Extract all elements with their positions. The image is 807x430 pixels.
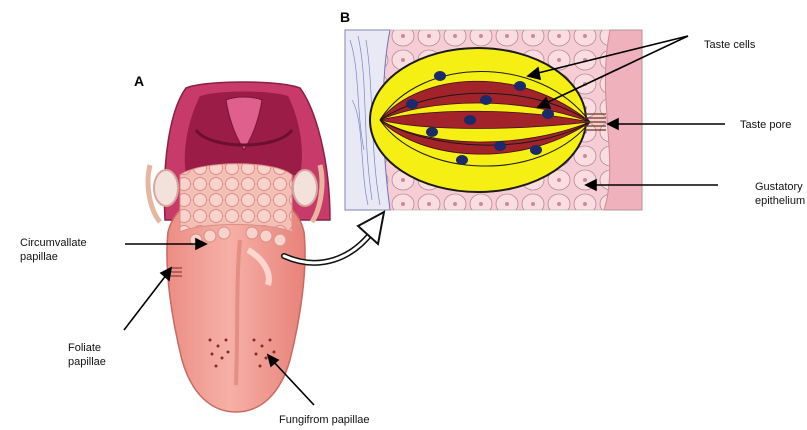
taste-cells-label: Taste cells (704, 38, 755, 52)
tongue-illustration (148, 82, 330, 412)
fungiform-papillae-label: Fungifrom papillae (279, 413, 370, 427)
tongue-root-papillae (180, 164, 292, 232)
circumvallate-papillae-label: Circumvallate papillae (20, 236, 87, 264)
foliate-papillae-label: Foliate papillae (68, 341, 106, 369)
panel-label-b: B (340, 9, 350, 25)
right-tonsil (293, 170, 317, 206)
gustatory-epithelium-label: Gustatory epithelium (755, 180, 807, 208)
left-tonsil (154, 170, 178, 206)
taste-pore-label: Taste pore (740, 118, 791, 132)
surface-epithelium (604, 30, 642, 210)
taste-bud-illustration (345, 30, 642, 210)
panel-label-a: A (134, 73, 144, 89)
